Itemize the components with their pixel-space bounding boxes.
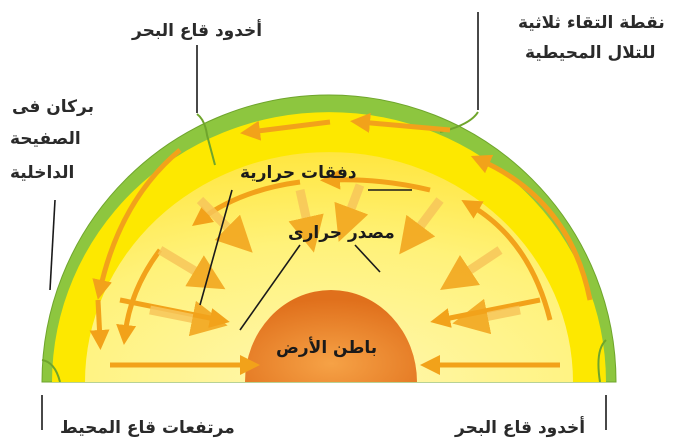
label-triple-junction-line2: للتلال المحيطية [525,40,655,66]
label-triple-junction-line1: نقطة التقاء ثلاثية [518,10,665,36]
label-volcano-line1: بركان فى [12,94,94,120]
label-ocean-ridges: مرتفعات قاع المحيط [60,415,235,441]
label-heat-source: مصدر حرارى [288,220,395,246]
label-heat-flows: دفقات حرارية [240,160,357,186]
label-trench-top: أخدود قاع البحر [132,18,262,44]
label-volcano-line3: الداخلية [10,160,74,186]
label-earth-interior: باطن الأرض [276,335,377,361]
label-volcano-line2: الصفيحة [10,126,81,152]
label-trench-bottom: أخدود قاع البحر [455,415,585,441]
